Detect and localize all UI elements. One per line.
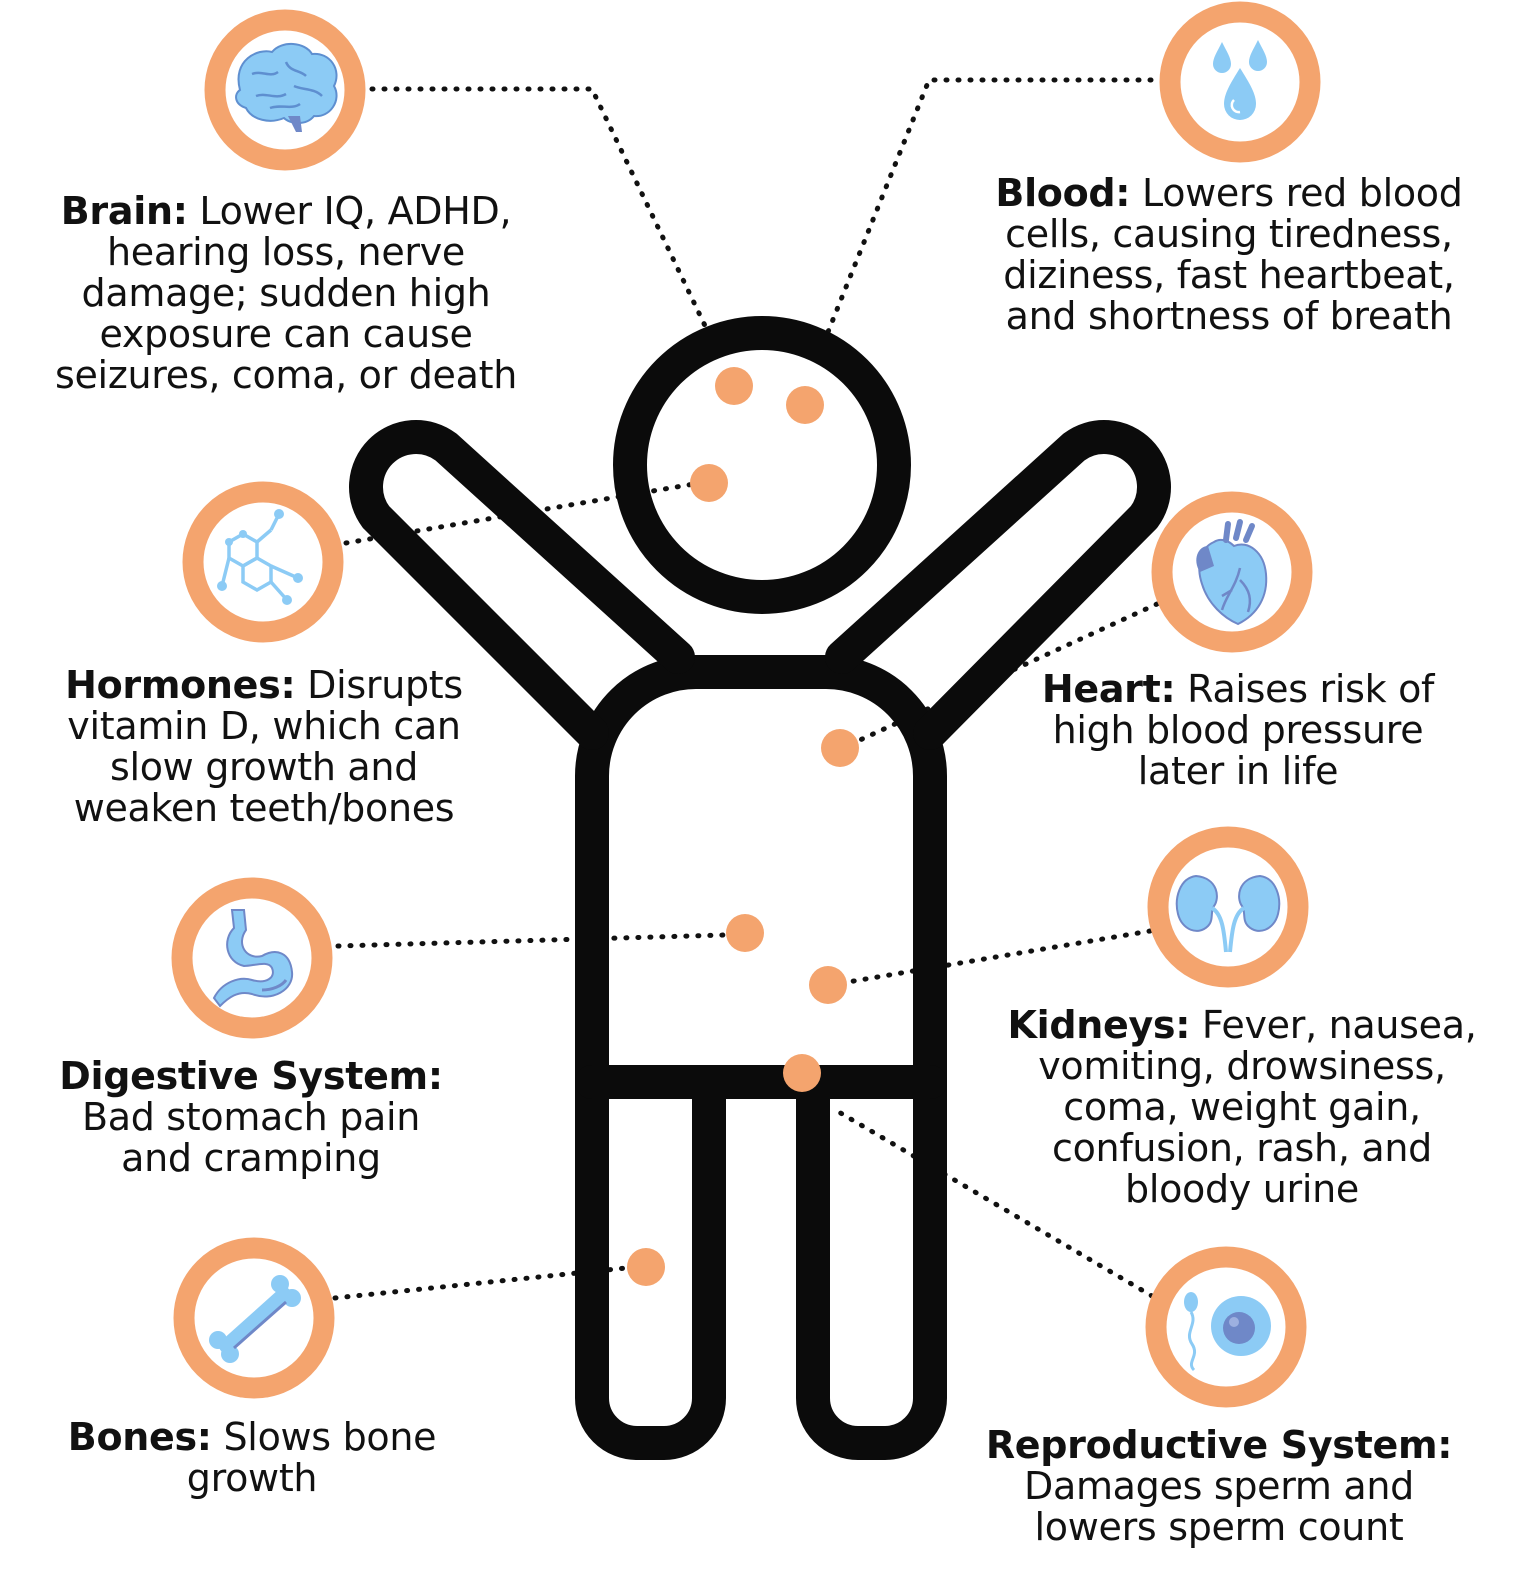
ring-kidneys — [1147, 826, 1309, 988]
label-reproductive-title: Reproductive System: — [985, 1423, 1453, 1467]
point-bones — [627, 1248, 665, 1286]
point-blood — [786, 386, 824, 424]
figure-head — [613, 316, 911, 614]
label-reproductive: Reproductive System: Damages sperm and l… — [966, 1425, 1472, 1548]
brain-icon — [235, 43, 338, 132]
point-heart — [821, 729, 859, 767]
label-digestive: Digestive System: Bad stomach pain and c… — [46, 1056, 456, 1179]
label-brain-title: Brain: — [60, 189, 188, 233]
label-heart-text: Raises risk of high blood pressure later… — [1052, 667, 1435, 793]
stomach-icon — [212, 909, 294, 1008]
label-hormones: Hormones: Disrupts vitamin D, which can … — [36, 665, 492, 829]
connector-brain — [369, 86, 711, 335]
label-bones: Bones: Slows bone growth — [46, 1417, 458, 1499]
connector-blood — [825, 77, 1154, 335]
label-blood-title: Blood: — [995, 171, 1131, 215]
label-digestive-text: Bad stomach pain and cramping — [81, 1095, 421, 1180]
molecule-icon — [217, 509, 303, 605]
label-brain-text: Lower IQ, ADHD, hearing loss, nerve dama… — [54, 189, 517, 397]
label-bones-text: Slows bone growth — [186, 1415, 437, 1500]
kidneys-icon — [1175, 874, 1281, 953]
droplets-icon — [1213, 40, 1267, 120]
label-hormones-title: Hormones: — [65, 663, 296, 707]
bone-icon — [209, 1275, 301, 1363]
label-brain: Brain: Lower IQ, ADHD, hearing loss, ner… — [26, 191, 546, 396]
label-kidneys-title: Kidneys: — [1007, 1003, 1191, 1047]
figure-left-arm — [349, 420, 695, 750]
point-digestive — [726, 914, 764, 952]
point-brain — [715, 367, 753, 405]
label-heart: Heart: Raises risk of high blood pressur… — [1020, 669, 1456, 792]
point-hormones — [690, 464, 728, 502]
point-kidneys — [809, 966, 847, 1004]
label-blood: Blood: Lowers red blood cells, causing t… — [986, 173, 1472, 337]
point-reproductive — [783, 1054, 821, 1092]
label-blood-text: Lowers red blood cells, causing tirednes… — [1003, 171, 1463, 338]
heart-icon — [1196, 519, 1268, 626]
label-reproductive-text: Damages sperm and lowers sperm count — [1024, 1464, 1414, 1549]
label-bones-title: Bones: — [67, 1415, 212, 1459]
label-digestive-title: Digestive System: — [59, 1054, 443, 1098]
label-kidneys-text: Fever, nausea, vomiting, drowsiness, com… — [1038, 1003, 1477, 1211]
connector-digestive — [335, 932, 728, 949]
sperm-egg-icon — [1184, 1292, 1271, 1372]
figure-right-arm — [825, 420, 1171, 750]
figure-torso-legs — [575, 654, 947, 1460]
connector-bones — [332, 1265, 629, 1301]
label-kidneys: Kidneys: Fever, nausea, vomiting, drowsi… — [986, 1005, 1498, 1210]
connector-kidneys — [845, 928, 1153, 985]
label-hormones-text: Disrupts vitamin D, which can slow growt… — [67, 663, 463, 830]
connector-reproductive — [829, 1105, 1155, 1299]
label-heart-title: Heart: — [1041, 667, 1176, 711]
